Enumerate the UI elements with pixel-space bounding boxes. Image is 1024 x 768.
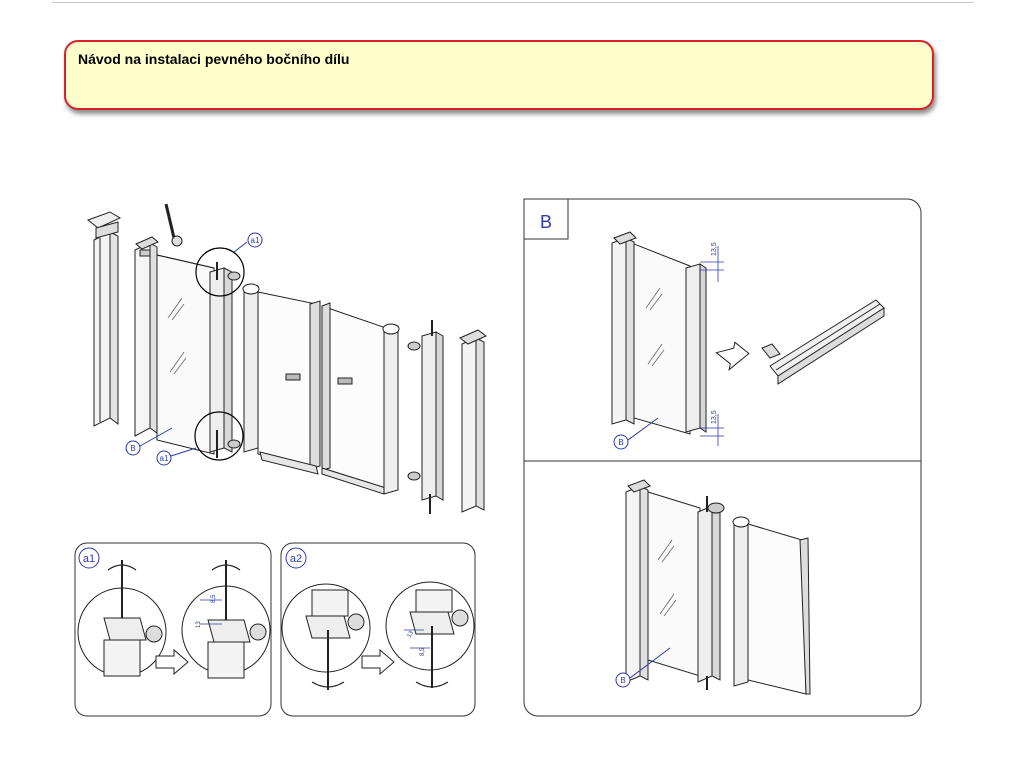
callout-a1-bottom [156, 450, 172, 466]
callout-panel [125, 440, 141, 456]
hinge-profile-right [407, 320, 444, 514]
detail-a1-box [74, 542, 272, 717]
callout-b-upper-label: B [618, 438, 623, 447]
callout-b-lower-label: B [620, 676, 625, 685]
callout-a1-top [247, 232, 263, 248]
b-lower-assembly [625, 479, 811, 695]
dim-b-top: 13,5 [711, 242, 718, 256]
callout-a1-top-label: a1 [251, 236, 260, 245]
callout-a1-bottom-label: a1 [160, 454, 169, 463]
wall-profile-right [459, 329, 487, 513]
box-b-label: B [540, 212, 552, 232]
dim-a2-lower: 8,5 [420, 647, 426, 656]
dim-a1-lower: 13 [196, 621, 202, 628]
page-title: Návod na instalaci pevného bočního dílu [78, 51, 350, 67]
dim-b-bottom: 13,5 [711, 410, 718, 424]
detail-a2-label: a2 [290, 553, 302, 565]
callout-panel-label: B [130, 444, 135, 453]
exploded-view [86, 203, 487, 514]
fixed-glass-panel [156, 254, 215, 455]
top-divider [52, 2, 974, 3]
b-upper-assembly [611, 231, 885, 446]
title-banner: Návod na instalaci pevného bočního dílu [64, 40, 934, 110]
door-leaf-right [321, 302, 387, 495]
wall-profile-left [86, 211, 122, 427]
screwdriver [164, 203, 183, 247]
detail-a1-label: a1 [83, 553, 95, 565]
detail-a2-box [280, 542, 476, 717]
dim-a1-upper: 8,5 [211, 594, 217, 603]
detail-circle-top [195, 247, 245, 297]
wall-profile-inner-left [134, 236, 159, 437]
hinge-profile [209, 262, 241, 458]
door-roller-left [242, 283, 260, 453]
door-roller-right [382, 323, 400, 495]
dim-a2-upper: 13 [407, 630, 416, 639]
detail-circle-bottom [194, 411, 244, 461]
door-leaf-left [257, 291, 321, 475]
detail-b-box [523, 198, 922, 717]
